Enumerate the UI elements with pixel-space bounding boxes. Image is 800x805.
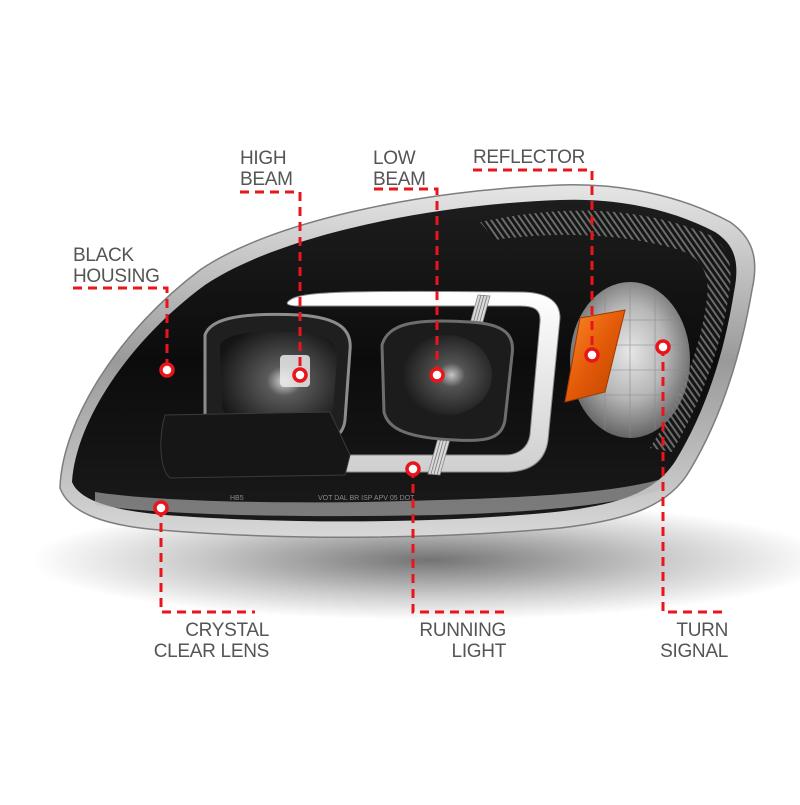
lower-housing-panel <box>160 411 351 479</box>
label-line: LOW <box>373 148 416 169</box>
label-line: RUNNING <box>419 620 506 641</box>
marker-low-beam <box>429 367 445 383</box>
marker-high-beam <box>292 367 308 383</box>
low-beam-projector <box>380 319 514 442</box>
callout-line-low-beam <box>374 187 439 375</box>
label-line: BEAM <box>373 169 426 190</box>
callout-line-black-housing <box>73 286 169 370</box>
label-line: CLEAR LENS <box>153 641 270 662</box>
label-turn-signal: TURN SIGNAL <box>660 620 728 662</box>
marker-crystal-clear-lens <box>153 500 169 516</box>
marker-reflector <box>584 347 600 363</box>
callout-line-running-light <box>411 469 505 614</box>
callout-line-crystal-clear-lens <box>159 508 255 614</box>
callout-line-high-beam <box>240 190 302 375</box>
label-low-beam: LOW BEAM <box>373 148 426 190</box>
callout-line-turn-signal <box>661 347 727 614</box>
marker-turn-signal <box>655 339 671 355</box>
label-line: BLACK <box>73 245 134 266</box>
clear-lens-bottom-strip <box>95 478 665 517</box>
label-line: BEAM <box>240 169 293 190</box>
label-black-housing: BLACK HOUSING <box>73 245 160 287</box>
callout-line-reflector <box>473 168 594 355</box>
label-line: HIGH <box>240 148 287 169</box>
marker-black-housing <box>159 362 175 378</box>
label-high-beam: HIGH BEAM <box>240 148 293 190</box>
label-line: LIGHT <box>451 641 507 662</box>
ribbed-bezel <box>480 210 731 452</box>
label-line: HOUSING <box>73 266 160 287</box>
lens-marking-left: HB5 <box>230 495 244 502</box>
label-line: SIGNAL <box>660 641 728 662</box>
lens-marking-right: VOT DAL BR ISP APV 05 DOT <box>318 495 415 502</box>
label-crystal-clear-lens: CRYSTAL CLEAR LENS <box>153 620 270 662</box>
label-running-light: RUNNING LIGHT <box>419 620 506 662</box>
marker-running-light <box>405 461 421 477</box>
label-reflector: REFLECTOR <box>473 147 585 168</box>
label-line: REFLECTOR <box>473 147 586 168</box>
label-line: CRYSTAL <box>185 620 269 641</box>
label-line: TURN <box>676 620 728 641</box>
